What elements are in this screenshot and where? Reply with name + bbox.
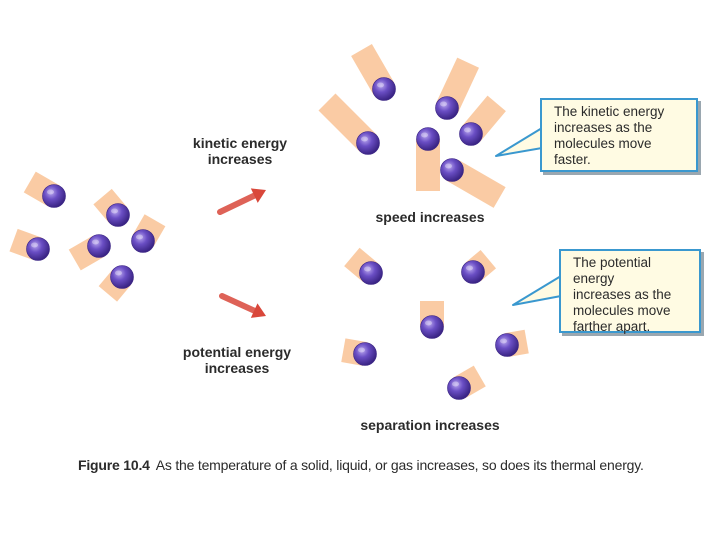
gas-molecule-5 (440, 158, 464, 182)
potential-energy-label-line-1: potential energy (182, 344, 292, 360)
kinetic-energy-callout: The kinetic energy increases as the mole… (540, 98, 698, 172)
potential-callout-pointer (512, 275, 562, 306)
kinetic-energy-label-line-1: kinetic energy (192, 135, 288, 151)
gas-molecule-highlight-4 (464, 127, 471, 133)
potential-energy-callout: The potential energy increases as the mo… (559, 249, 701, 334)
kinetic-callout-pointer (495, 127, 543, 157)
solid-molecule-highlight-1 (111, 208, 118, 214)
solid-molecule-4 (26, 237, 50, 261)
potential-callout-line-2: increases as the (573, 287, 672, 302)
kinetic-energy-label-line-2: increases (207, 151, 273, 167)
solid-molecule-highlight-2 (92, 239, 99, 245)
kinetic-arrow-shaft (217, 192, 258, 215)
potential-arrow (219, 293, 266, 318)
gas-molecule-highlight-3 (421, 132, 428, 138)
potential-callout-line-4: farther apart. (573, 319, 651, 334)
apart-molecule-4 (495, 333, 519, 357)
potential-callout-line-1: The potential energy (573, 255, 652, 286)
apart-molecule-highlight-1 (466, 265, 473, 271)
gas-molecule-highlight-1 (440, 101, 447, 107)
solid-molecule-highlight-5 (115, 270, 122, 276)
gas-molecule-highlight-5 (445, 163, 452, 169)
apart-molecule-highlight-2 (425, 320, 432, 326)
kinetic-callout-line-1: The kinetic energy (554, 104, 665, 119)
figure-number: Figure 10.4 (78, 457, 150, 473)
gas-molecule-0 (372, 77, 396, 101)
figure-caption-text: As the temperature of a solid, liquid, o… (155, 457, 644, 473)
gas-molecule-1 (435, 96, 459, 120)
potential-energy-label-line-2: increases (204, 360, 270, 376)
apart-molecule-highlight-4 (500, 338, 507, 344)
solid-molecule-highlight-4 (31, 242, 38, 248)
kinetic-arrow-head (250, 188, 266, 203)
speed-increases-label: speed increases (375, 209, 485, 225)
potential-callout-line-3: molecules move (573, 303, 671, 318)
figure-caption: Figure 10.4 As the temperature of a solid… (78, 457, 678, 473)
apart-molecule-0 (359, 261, 383, 285)
gas-molecule-highlight-2 (361, 136, 368, 142)
solid-molecule-0 (42, 184, 66, 208)
potential-arrow-shaft (219, 293, 258, 314)
apart-molecule-3 (353, 342, 377, 366)
kinetic-energy-label: kinetic energy increases (180, 135, 300, 167)
apart-molecule-5 (447, 376, 471, 400)
kinetic-callout-line-3: molecules move faster. (554, 136, 652, 167)
separation-increases-label: separation increases (360, 417, 500, 433)
solid-molecule-highlight-0 (47, 189, 54, 195)
gas-molecule-highlight-0 (377, 82, 384, 88)
potential-energy-label: potential energy increases (172, 344, 302, 376)
solid-molecule-1 (106, 203, 130, 227)
apart-molecule-highlight-0 (364, 266, 371, 272)
kinetic-arrow (217, 188, 266, 215)
solid-molecule-2 (87, 234, 111, 258)
apart-molecule-2 (420, 315, 444, 339)
solid-molecule-5 (110, 265, 134, 289)
kinetic-callout-line-2: increases as the (554, 120, 653, 135)
solid-molecule-highlight-3 (136, 234, 143, 240)
gas-molecule-4 (459, 122, 483, 146)
apart-molecule-highlight-5 (452, 381, 459, 387)
potential-arrow-head (250, 303, 266, 318)
solid-molecule-3 (131, 229, 155, 253)
apart-molecule-highlight-3 (358, 347, 365, 353)
apart-molecule-1 (461, 260, 485, 284)
gas-molecule-3 (416, 127, 440, 151)
gas-molecule-2 (356, 131, 380, 155)
